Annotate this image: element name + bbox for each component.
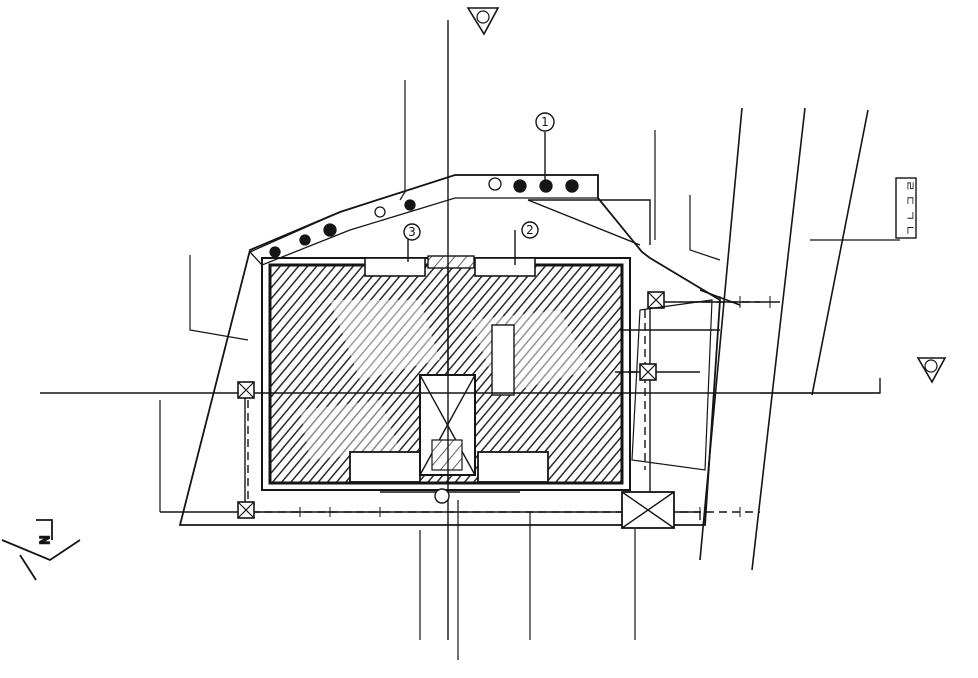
valve-marker-icon	[466, 7, 947, 384]
svg-text:2: 2	[526, 223, 534, 237]
septic-area	[631, 299, 713, 471]
leader-lines	[159, 80, 900, 660]
manhole-icon	[621, 491, 675, 529]
svg-text:3: 3	[408, 225, 416, 239]
marker-b: 3	[403, 223, 421, 241]
tick-marks	[299, 296, 771, 517]
catch-basin-icon	[237, 291, 665, 519]
marker-a: 1	[535, 112, 555, 132]
north-letter: N	[37, 536, 51, 545]
building-footprint	[261, 255, 631, 491]
label-box-text: ㄹ ㄷ ㄱ ㄴ	[903, 180, 917, 236]
label-box: ㄹ ㄷ ㄱ ㄴ	[895, 177, 917, 239]
marker-c: 2	[521, 221, 539, 239]
marker-d	[434, 488, 450, 504]
svg-text:1: 1	[541, 115, 549, 129]
planting-strip	[248, 174, 599, 266]
north-arrow-icon: N	[1, 519, 81, 581]
road-lines	[699, 107, 869, 571]
drain-lines-dashed	[247, 301, 760, 513]
